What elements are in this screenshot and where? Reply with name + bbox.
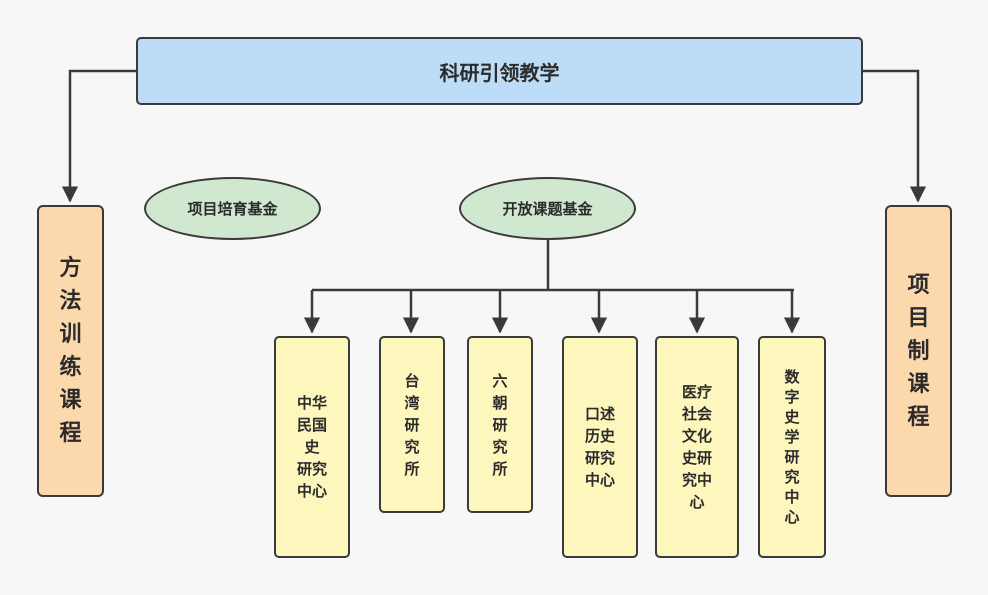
center-label: 中华 民国 史 研究 中心 (296, 394, 327, 500)
right-course-label: 项 目 制 课 程 (907, 272, 930, 430)
center-box-3: 六 朝 研 究 所 (467, 336, 533, 513)
fund-oval-2: 开放课题基金 (459, 177, 636, 240)
center-label: 数 字 史 学 研 究 中 心 (784, 368, 800, 526)
center-box-6: 数 字 史 学 研 究 中 心 (758, 336, 826, 558)
center-box-2: 台 湾 研 究 所 (379, 336, 445, 513)
center-box-1: 中华 民国 史 研究 中心 (274, 336, 350, 558)
center-label: 口述 历史 研究 中心 (584, 405, 615, 489)
center-label: 六 朝 研 究 所 (492, 371, 508, 478)
left-course-box: 方 法 训 练 课 程 (37, 205, 104, 497)
fund-oval-1: 项目培育基金 (144, 177, 321, 240)
center-label: 医疗 社会 文化 史研 究中 心 (681, 383, 712, 511)
center-label: 台 湾 研 究 所 (404, 371, 420, 478)
center-box-5: 医疗 社会 文化 史研 究中 心 (655, 336, 739, 558)
right-course-box: 项 目 制 课 程 (885, 205, 952, 497)
fund-oval-label: 项目培育基金 (187, 200, 278, 218)
top-banner-label: 科研引领教学 (439, 60, 560, 85)
center-box-4: 口述 历史 研究 中心 (562, 336, 638, 558)
left-course-label: 方 法 训 练 课 程 (59, 256, 82, 446)
top-banner-node: 科研引领教学 (136, 37, 863, 105)
arrow-to-right-box (863, 69, 927, 203)
fund-oval-label: 开放课题基金 (502, 200, 593, 218)
arrow-to-left-box (61, 69, 136, 203)
